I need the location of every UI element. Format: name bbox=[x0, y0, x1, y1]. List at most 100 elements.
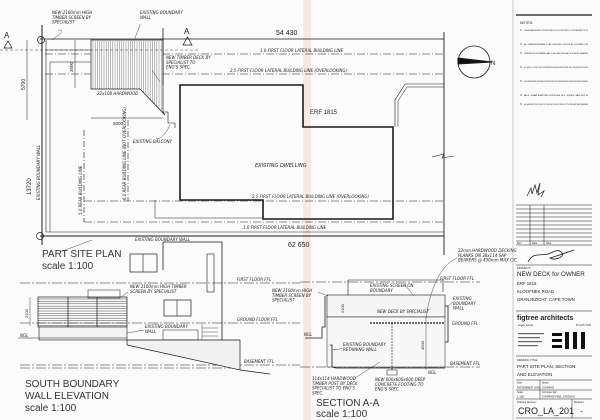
bullet-icon bbox=[520, 66, 522, 68]
dim-label: 2100 bbox=[24, 308, 29, 318]
rev-header: Rev bbox=[517, 242, 522, 245]
level-label: NGL bbox=[20, 333, 28, 338]
drawn-value: CONRAD bbox=[542, 386, 554, 390]
address-line: KLOOFNEK ROAD bbox=[517, 289, 554, 294]
ref-value: CONRAD\VISE_CROOKS bbox=[542, 395, 575, 399]
note-item: ALL MASONRY WORK ON SITE IS TO BE EXECUT… bbox=[524, 103, 588, 106]
dim-top: 54 430 bbox=[276, 30, 298, 37]
notes-heading: NOTES: bbox=[520, 21, 533, 25]
bullet-icon bbox=[520, 52, 522, 54]
firm-logo bbox=[518, 332, 585, 349]
elevation-title: WALL ELEVATION bbox=[25, 391, 109, 402]
rev-header: Date bbox=[532, 242, 538, 245]
level-label: BASEMENT FFL bbox=[244, 359, 274, 364]
level-label: GROUND FFL bbox=[452, 321, 478, 326]
project-name: NEW DECK for OWNER bbox=[517, 271, 585, 278]
level-label: FIRST FLOOR FFL bbox=[237, 277, 271, 282]
dim-deck-width: 5000 bbox=[113, 121, 124, 126]
note-item: ALL WATERPROOFING BY SPECIALISTS bbox=[524, 94, 589, 97]
rev-header: Note bbox=[546, 242, 552, 245]
note-item: DIMENSIONS ON DRAWING ARE TO BE USED INS… bbox=[524, 52, 588, 55]
bullet-icon bbox=[520, 43, 522, 45]
bullet-icon bbox=[520, 29, 522, 31]
architect-name: eugen meyer bbox=[518, 323, 533, 327]
plan-title: PART SITE PLAN bbox=[42, 249, 121, 260]
existing-dwelling-outline bbox=[179, 84, 394, 220]
level-label: NGL bbox=[304, 332, 312, 337]
note-label: EXISTING BOUNDARY WALL bbox=[36, 145, 41, 200]
bullet-icon bbox=[520, 103, 522, 105]
address-line: ERF 1815 bbox=[517, 281, 537, 286]
note-label: 22x108 HARDWOOD bbox=[97, 91, 138, 96]
firm-name: figtree architects bbox=[517, 315, 574, 322]
level-label: GROUND FLOOR FFL bbox=[237, 317, 278, 322]
drawing-title: AND ELEVATION bbox=[517, 372, 552, 377]
level-label: FIRST FLOOR FFL bbox=[440, 276, 474, 281]
dwelling-label: EXISTING DWELLING bbox=[255, 163, 307, 169]
date-label: Date: bbox=[517, 382, 523, 385]
registration: Pr Arch 7102 bbox=[576, 323, 592, 327]
south-boundary-elevation bbox=[18, 241, 300, 375]
section-scale: scale 1:100 bbox=[316, 409, 368, 420]
note-item: THESE DRAWINGS ARE COPYRIGHT AND THE SOL… bbox=[524, 29, 588, 32]
note-item: ALL DIMENSIONS ARE TO BE CHECKED ON SITE… bbox=[524, 43, 588, 46]
section-marker: A bbox=[184, 27, 190, 36]
level-label: BASEMENT FFL bbox=[450, 361, 480, 366]
drawn-label: Drawn: bbox=[542, 382, 550, 385]
building-line-label: 1.0 FIRST FLOOR LATERAL BUILDING LINE bbox=[260, 48, 344, 53]
building-line-label: 1.0 FIRST FLOOR LATERAL BUILDING LINE bbox=[243, 225, 327, 230]
dim-left-top: 5700 bbox=[21, 79, 27, 90]
title-block bbox=[512, 0, 592, 420]
north-label: N bbox=[491, 61, 495, 67]
bullet-icon bbox=[520, 94, 522, 96]
fold-stain bbox=[303, 0, 311, 420]
note-item: THESE DRAWINGS ARE TO BE READ IN CONJUNC… bbox=[524, 80, 588, 83]
level-label: NGL bbox=[428, 370, 436, 375]
scale-label: Scale: bbox=[517, 392, 524, 394]
plan-scale: scale 1:100 bbox=[42, 261, 94, 272]
north-arrow-icon bbox=[457, 45, 493, 79]
address-line: ORANJEZICHT, CAPE TOWN bbox=[517, 297, 575, 302]
drawing-number: CRO_LA_201 bbox=[518, 406, 574, 416]
drawing-title: PART SITE PLAN, SECTION bbox=[517, 364, 575, 369]
section-a-a bbox=[300, 257, 480, 379]
drawing-title-label: DRAWING TITLE: bbox=[517, 358, 538, 362]
scale-value: 1:100 bbox=[517, 395, 524, 399]
elevation-scale: scale 1:100 bbox=[25, 403, 77, 414]
date-value: NOVEMBER 2009 bbox=[517, 386, 540, 390]
note-item: ALL WORK IS TO COMPLY WITH THE NATIONAL … bbox=[524, 66, 588, 69]
dim-bottom: 62 650 bbox=[288, 242, 310, 249]
dim-label: 4500 bbox=[420, 340, 425, 350]
building-line-label: 2.5 FIRST FLOOR LATERAL BUILDING LINE (O… bbox=[252, 194, 370, 199]
notes-list: THESE DRAWINGS ARE COPYRIGHT AND THE SOL… bbox=[520, 29, 589, 106]
rear-building-line-label: 5.0 REAR BUILDING LINE bbox=[78, 165, 83, 215]
timber-deck bbox=[90, 39, 166, 116]
number-label: Drawing Number: bbox=[517, 401, 537, 404]
note-label: NEW DECK BY SPECIALIST bbox=[377, 309, 430, 314]
part-site-plan bbox=[0, 23, 493, 255]
erf-label: ERF 1815 bbox=[310, 110, 338, 116]
building-line-label: 2.5 FIRST FLOOR LATERAL BUILDING LINE (O… bbox=[230, 68, 348, 73]
dim-deck-depth: 3500 bbox=[69, 61, 74, 72]
section-title: SECTION A-A bbox=[316, 398, 380, 409]
bullet-icon bbox=[520, 80, 522, 82]
dim-label: 2100 bbox=[340, 303, 345, 313]
section-marker: A bbox=[4, 31, 10, 40]
ref-label: Computer Ref: bbox=[542, 391, 557, 394]
note-label: EXISTING BALCONY bbox=[133, 139, 173, 144]
project-label: PROJECT: bbox=[517, 266, 531, 270]
